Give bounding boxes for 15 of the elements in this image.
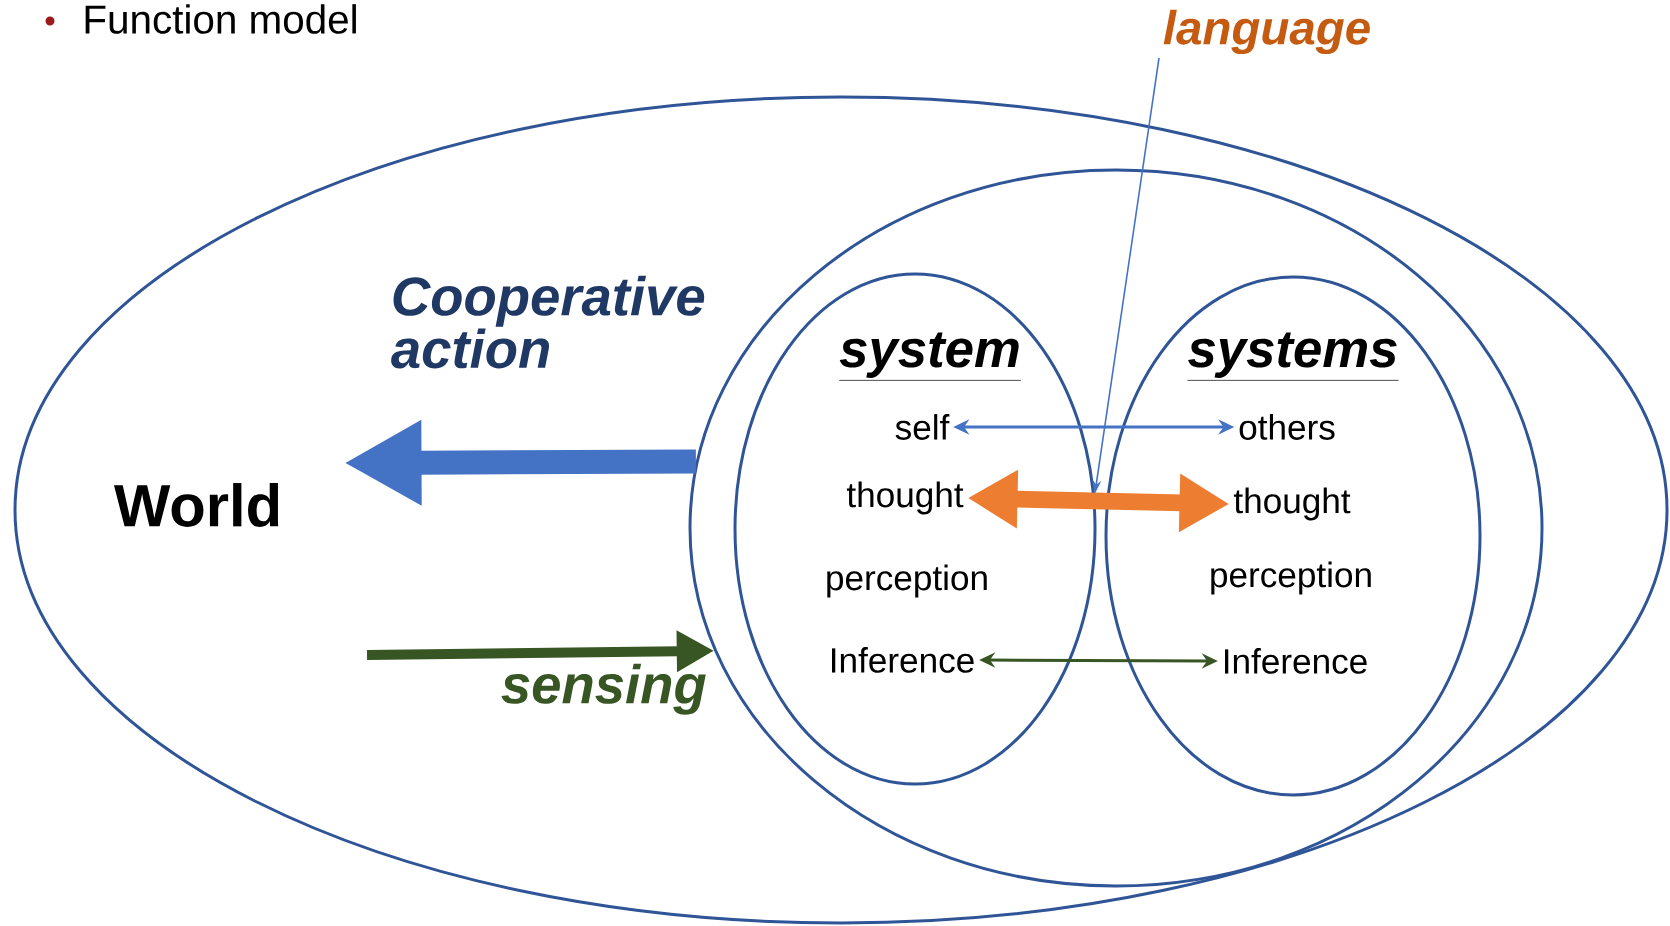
heading: systems bbox=[1187, 332, 1399, 381]
edge-label: Cooperative action bbox=[391, 275, 705, 369]
item-label: others bbox=[1239, 414, 1335, 440]
item-label: self bbox=[895, 414, 950, 440]
item-label: perception bbox=[1211, 561, 1371, 595]
item-label: thought bbox=[1233, 487, 1351, 521]
world-label: World bbox=[114, 483, 279, 527]
callout-label: language bbox=[1163, 9, 1370, 55]
edge-label: sensing bbox=[501, 663, 706, 715]
item-label: Inference bbox=[1225, 648, 1367, 674]
item-label: perception bbox=[827, 564, 987, 598]
item-label: thought bbox=[846, 481, 964, 515]
item-label: Inference bbox=[832, 647, 974, 673]
title: Function model bbox=[85, 4, 356, 34]
heading: system bbox=[838, 332, 1022, 381]
